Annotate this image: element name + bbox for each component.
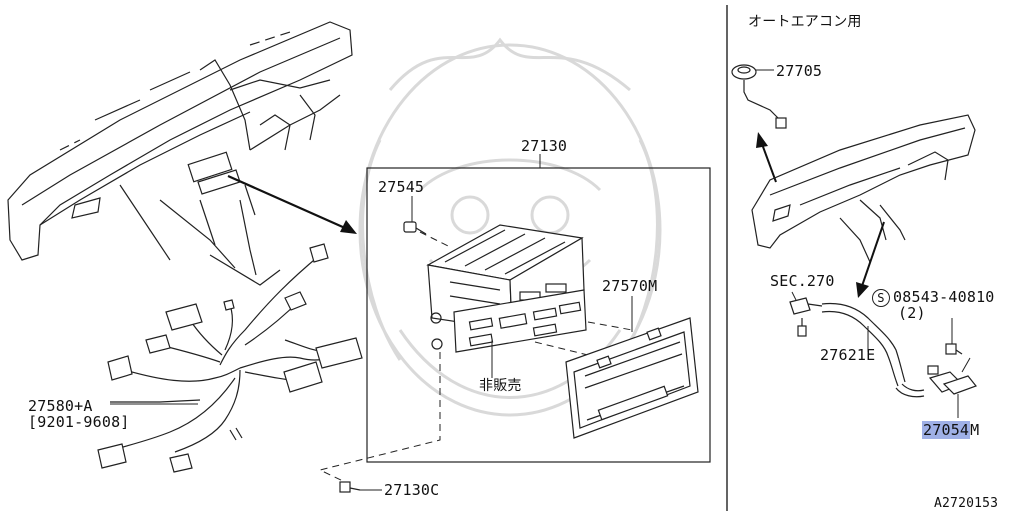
control-unit bbox=[426, 224, 587, 353]
box-part-number: 27130 bbox=[521, 137, 568, 155]
in-car-sensor-part bbox=[928, 357, 977, 418]
sensor-part bbox=[731, 64, 787, 129]
highlighted-part-number[interactable]: 27054 bbox=[922, 421, 971, 439]
harness-part-number: 27580+A bbox=[28, 397, 93, 415]
hose-part-number: 27621E bbox=[820, 346, 876, 364]
arrow-to-sensor-mount bbox=[856, 221, 885, 298]
alignment-dashes bbox=[318, 231, 633, 483]
screw-part-number: 27130C bbox=[384, 481, 440, 499]
arrow-to-sensor bbox=[756, 132, 777, 183]
sensor-part-number: 27705 bbox=[776, 62, 823, 80]
not-for-sale-label: 非販売 bbox=[479, 378, 522, 394]
harness-connectors bbox=[97, 243, 363, 473]
auto-aircon-title: オートエアコン用 bbox=[748, 14, 862, 30]
aspirator-hose bbox=[821, 302, 925, 398]
screw-part bbox=[339, 481, 382, 493]
hose-connector bbox=[789, 291, 823, 337]
standard-bolt-symbol: S bbox=[872, 289, 890, 307]
bolt-part bbox=[927, 318, 963, 375]
bolt-quantity: (2) bbox=[898, 304, 926, 322]
wiring-harness bbox=[110, 254, 341, 453]
arrow-to-control-unit bbox=[227, 174, 357, 234]
bezel-part-number: 27570M bbox=[602, 277, 658, 295]
diagram-id: A2720153 bbox=[934, 496, 999, 511]
right-dashboard-drawing bbox=[751, 114, 976, 263]
clip-part-number: 27545 bbox=[378, 178, 425, 196]
bezel-part bbox=[565, 296, 699, 439]
dashboard-drawing bbox=[7, 21, 353, 286]
control-unit-frame bbox=[366, 167, 711, 463]
harness-date-range: [9201-9608] bbox=[28, 413, 130, 431]
part-number-suffix: M bbox=[970, 421, 980, 439]
in-car-sensor-part-number[interactable]: 27054M bbox=[922, 421, 980, 439]
clip-part bbox=[403, 196, 427, 235]
bolt-part-number: 08543-40810 bbox=[893, 288, 995, 306]
section-reference: SEC.270 bbox=[770, 272, 835, 290]
